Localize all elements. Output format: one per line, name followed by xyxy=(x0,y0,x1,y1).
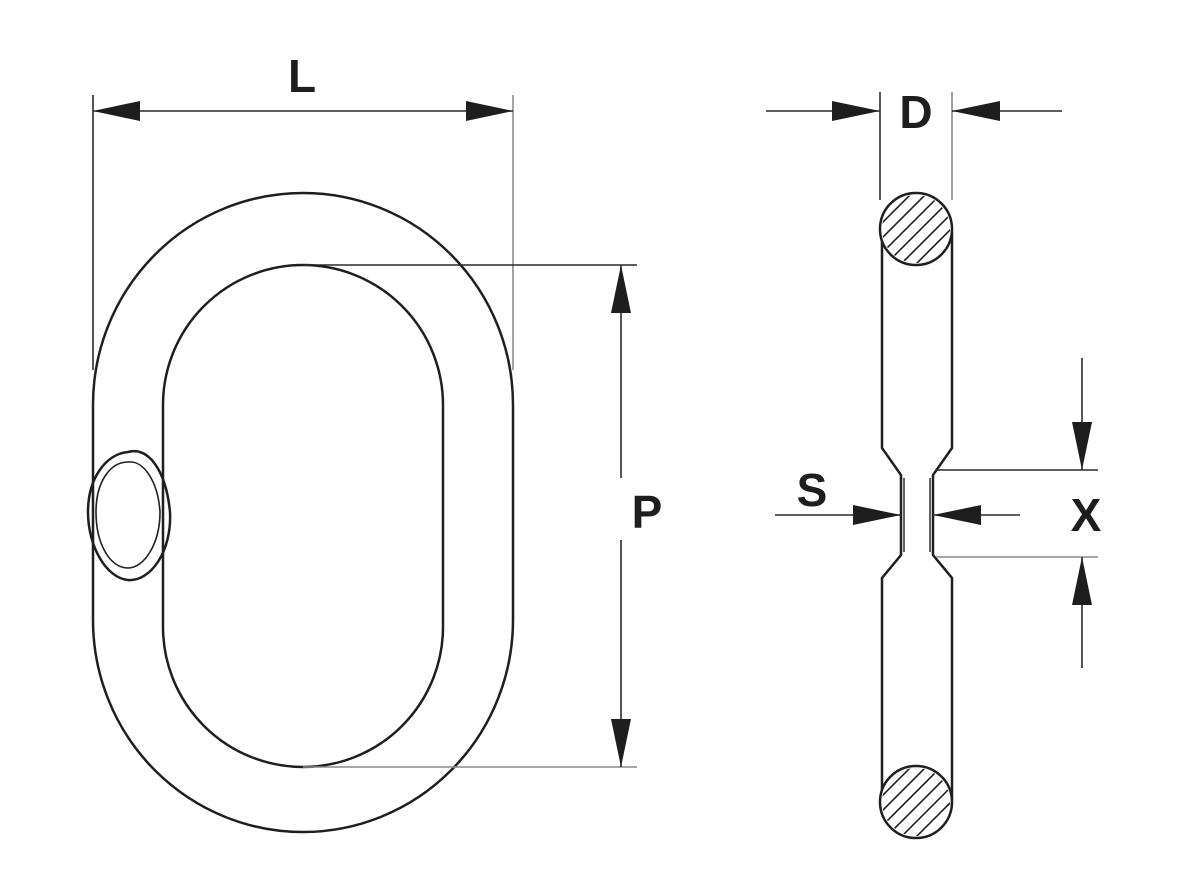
diameter-arrow-left xyxy=(832,101,880,121)
inner-opening xyxy=(161,263,445,769)
diameter-dimension: D xyxy=(766,86,1062,200)
pitch-arrow-bottom xyxy=(611,719,631,767)
cross-section-top xyxy=(878,191,954,267)
section-arrow-right xyxy=(933,505,981,525)
neck-label: X xyxy=(1071,489,1102,541)
length-label: L xyxy=(288,50,316,102)
pitch-arrow-top xyxy=(611,265,631,313)
diameter-label: D xyxy=(899,86,932,138)
neck-dimension: X xyxy=(936,358,1102,668)
outer-ring xyxy=(91,191,515,834)
side-view: D S X xyxy=(766,86,1102,840)
section-arrow-left xyxy=(853,505,901,525)
pitch-dimension: P xyxy=(303,264,663,768)
weld-bulge xyxy=(86,449,172,582)
section-label: S xyxy=(797,464,828,516)
pitch-label: P xyxy=(632,486,663,538)
section-dimension: S xyxy=(775,464,1020,525)
length-dimension: L xyxy=(92,50,514,370)
front-view: L P xyxy=(86,50,663,834)
neck-arrow-top xyxy=(1072,422,1092,470)
length-arrow-left xyxy=(93,101,140,121)
neck-arrow-bottom xyxy=(1072,557,1092,605)
diameter-arrow-right xyxy=(952,101,1000,121)
weld-bulge-inner xyxy=(95,461,161,569)
length-arrow-right xyxy=(466,101,513,121)
